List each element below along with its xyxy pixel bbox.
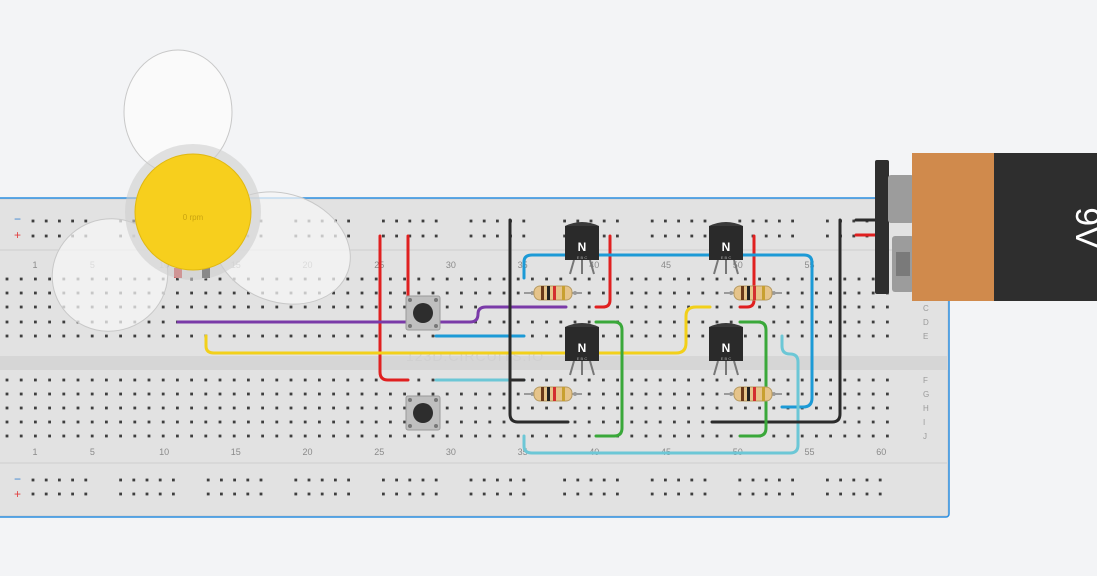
wire-cyan-2[interactable] (522, 334, 800, 455)
column-number-top-45: 45 (661, 260, 671, 270)
column-number-bottom-25: 25 (374, 447, 384, 457)
transistor-3-pins: E B C (577, 356, 588, 361)
rail-plus-bottom: + (14, 487, 21, 501)
wire-blue-1[interactable] (522, 253, 814, 409)
wire-green-2[interactable] (738, 320, 768, 438)
wire-black-1[interactable] (508, 218, 570, 424)
row-letter-i: I (923, 418, 925, 427)
row-letter-e: E (923, 332, 928, 341)
transistor-3-label: N (578, 341, 587, 355)
row-letter-j: J (923, 432, 927, 441)
resistor-2[interactable] (724, 285, 782, 301)
column-number-top-30: 30 (446, 260, 456, 270)
transistor-4-pins: E B C (721, 356, 732, 361)
wire-black-2[interactable] (710, 218, 842, 424)
column-number-bottom-20: 20 (302, 447, 312, 457)
pushbutton-1[interactable] (405, 295, 441, 331)
column-number-bottom-55: 55 (804, 447, 814, 457)
transistor-2-pins: E B C (721, 255, 732, 260)
transistor-3[interactable]: N E B C (565, 323, 599, 376)
resistor-4[interactable] (724, 386, 782, 402)
rail-minus-bottom: − (14, 472, 21, 486)
wire-red-3[interactable] (594, 234, 612, 309)
transistor-2-label: N (722, 240, 731, 254)
transistor-4-label: N (722, 341, 731, 355)
row-letter-h: H (923, 404, 929, 413)
column-number-bottom-1: 1 (32, 447, 37, 457)
column-number-bottom-5: 5 (90, 447, 95, 457)
row-letter-g: G (923, 390, 929, 399)
transistor-1[interactable]: N E B C (565, 222, 599, 275)
row-letter-d: D (923, 318, 929, 327)
column-number-bottom-15: 15 (231, 447, 241, 457)
rail-plus-top: + (14, 228, 21, 242)
transistor-4[interactable]: N E B C (709, 323, 743, 376)
column-number-top-55: 55 (804, 260, 814, 270)
column-number-bottom-35: 35 (518, 447, 528, 457)
column-number-top-40: 40 (589, 260, 599, 270)
wire-yellow[interactable] (204, 305, 712, 355)
pushbutton-2[interactable] (405, 395, 441, 431)
resistor-1[interactable] (524, 285, 582, 301)
motor-speed-label: 0 rpm (183, 213, 204, 222)
wire-red-1[interactable] (378, 234, 410, 382)
watermark: 123D.CIRCUITS.IO (406, 348, 544, 364)
row-letter-c: C (923, 304, 929, 313)
wire-purple[interactable] (176, 305, 568, 324)
transistor-1-label: N (578, 240, 587, 254)
column-number-bottom-10: 10 (159, 447, 169, 457)
row-letter-f: F (923, 376, 928, 385)
transistor-2[interactable]: N E B C (709, 222, 743, 275)
column-number-bottom-30: 30 (446, 447, 456, 457)
wire-green-1[interactable] (594, 320, 624, 438)
column-number-top-50: 50 (733, 260, 743, 270)
dc-motor[interactable]: 0 rpm (36, 49, 366, 347)
rail-minus-top: − (14, 212, 21, 226)
resistor-3[interactable] (524, 386, 582, 402)
motor-hub (134, 153, 252, 271)
transistor-1-pins: E B C (577, 255, 588, 260)
column-number-bottom-60: 60 (876, 447, 886, 457)
battery-9v[interactable]: 9V (875, 153, 1097, 301)
column-number-top-1: 1 (32, 260, 37, 270)
battery-voltage-label: 9V (1068, 207, 1097, 249)
